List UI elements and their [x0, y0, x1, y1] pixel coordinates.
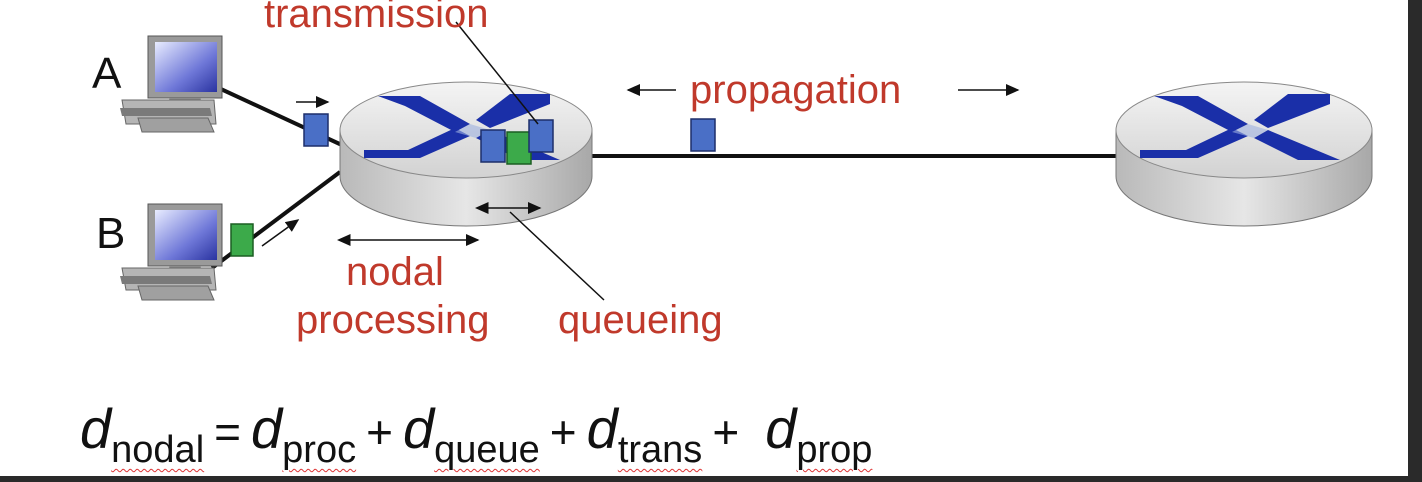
packet-queue-1 — [480, 129, 506, 163]
window-edge-bottom — [0, 476, 1422, 482]
formula-d-queue: d — [402, 397, 435, 460]
host-b-label: B — [96, 209, 126, 258]
queueing-pointer — [509, 211, 605, 301]
nodal-label: nodal — [346, 250, 444, 294]
formula-plus-1: + — [366, 406, 393, 458]
packet-a-incoming — [303, 113, 329, 147]
formula-d-proc: d — [251, 397, 283, 460]
formula-sub-prop: prop — [796, 429, 873, 471]
transmission-pointer — [455, 21, 539, 125]
formula-d-prop: d — [765, 397, 797, 460]
arrow-b-direction — [261, 219, 300, 247]
window-edge-right — [1408, 0, 1422, 482]
formula-sub-trans: trans — [617, 429, 703, 471]
delay-formula: dnodal=dproc+dqueue+dtrans+dprop — [80, 396, 872, 472]
formula-plus-3: + — [712, 406, 740, 458]
formula-sub-queue: queue — [434, 429, 540, 471]
formula-sub-nodal: nodal — [111, 429, 205, 471]
transmission-label: transmission — [264, 0, 489, 36]
formula-sub-proc: proc — [282, 429, 357, 471]
formula-d-nodal: d — [80, 397, 112, 460]
computer-a-icon — [120, 35, 223, 133]
router-2-icon — [1115, 81, 1373, 227]
formula-d-trans: d — [586, 397, 618, 460]
packet-b-incoming — [230, 223, 254, 257]
host-a-label: A — [92, 49, 122, 98]
packet-queue-green — [506, 131, 532, 165]
delay-diagram — [120, 21, 1373, 301]
packet-transmitting — [528, 119, 554, 153]
formula-plus-2: + — [549, 406, 577, 458]
router-1-icon — [339, 81, 593, 227]
packet-propagating — [690, 118, 716, 152]
queueing-label: queueing — [558, 298, 723, 342]
formula-equals: = — [214, 406, 242, 458]
propagation-label: propagation — [690, 68, 902, 112]
computer-b-icon — [120, 203, 223, 301]
slide: transmission propagation nodal processin… — [0, 0, 1408, 476]
processing-label: processing — [296, 298, 490, 342]
